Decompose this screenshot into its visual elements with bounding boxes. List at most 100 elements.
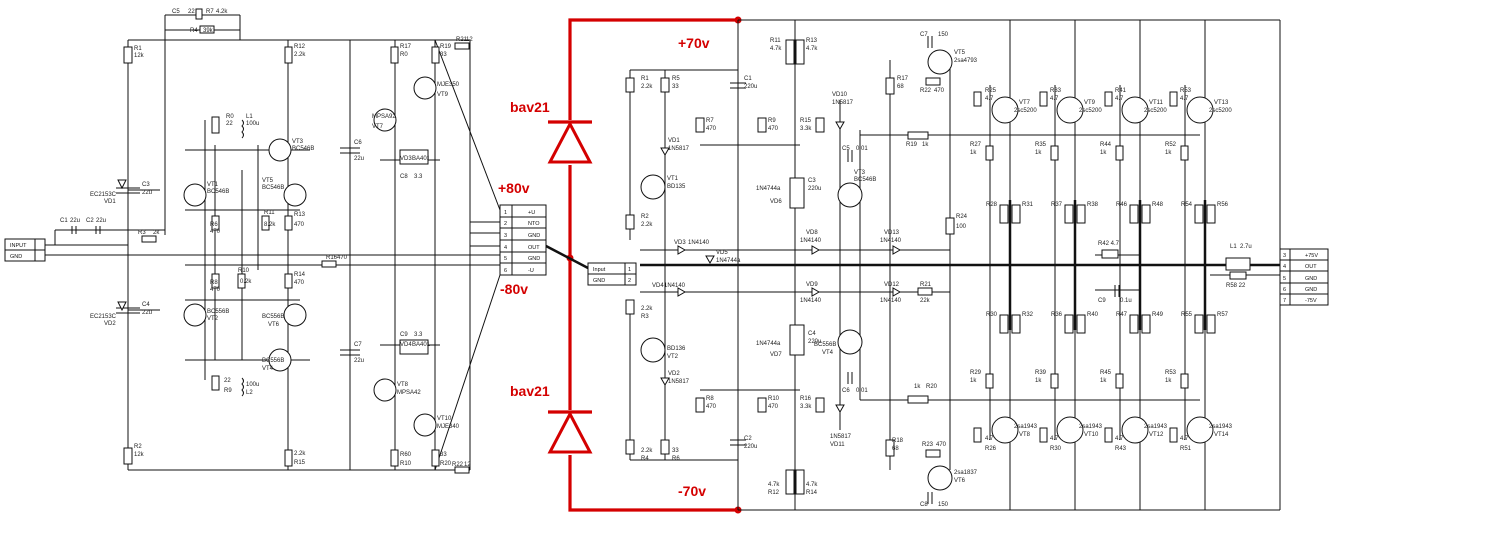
lbl-r-r55: R55: [1181, 312, 1193, 318]
lbl-r-r14v: 4.7k: [806, 482, 818, 488]
right-c3-vd6: [789, 177, 805, 209]
label-bav21-bottom: bav21: [510, 383, 550, 399]
lbl-r-r13v: 4.7k: [806, 46, 818, 52]
lbl-r-vt11p: 2sc5200: [1144, 108, 1167, 114]
lbl-r-vt2p: BD136: [667, 346, 686, 352]
lbl-r-r21v: 22k: [920, 298, 931, 304]
lbl-r-c2: C2: [744, 436, 752, 442]
right-vt10: [1056, 416, 1084, 444]
lbl-r-r51v: 4.7: [1180, 436, 1189, 442]
out-pin-3-n: 3: [1283, 253, 1286, 259]
lbl-r-c2v: 220u: [744, 444, 757, 450]
lbl-r-c4: C4: [808, 331, 816, 337]
lbl-r-vd13: VD13: [884, 230, 900, 236]
mid-pin-2-label: NTO: [528, 221, 540, 227]
lbl-l-r15: R15: [294, 460, 306, 466]
lbl-r-r3: R3: [641, 314, 649, 320]
input-block: Input 1 GND 2: [587, 262, 637, 286]
lbl-l-vt5: VT5: [262, 178, 274, 184]
lbl-r-vd2p: 1N5817: [668, 379, 690, 385]
lbl-l-c5v: 22: [188, 9, 195, 15]
lbl-l-r10: R10: [238, 268, 250, 274]
right-vd2: [660, 377, 670, 387]
lbl-r-vt1p: BD135: [667, 184, 686, 190]
lbl-l-r8v: 470: [210, 287, 221, 293]
left-r10: [237, 273, 246, 289]
lbl-l-r4: R4: [190, 28, 198, 34]
lbl-l-r7: R7: [206, 9, 214, 15]
left-vd1: [117, 179, 127, 190]
lbl-r-r26: R26: [985, 446, 997, 452]
lbl-l-vt7p: MPSA92: [372, 114, 396, 120]
lbl-l-r1: R1: [134, 46, 142, 52]
right-vt9: [1056, 96, 1084, 124]
lbl-r-vt4p: BC556B: [814, 342, 836, 348]
lbl-l-vd3p: BA401: [412, 156, 431, 162]
out-pin-5-label: GND: [1305, 276, 1317, 282]
right-r58: [1229, 271, 1247, 280]
out-pin-6-n: 6: [1283, 287, 1286, 293]
lbl-r-vd11: VD11: [830, 442, 845, 448]
lbl-l-c1v: 22u: [70, 218, 80, 224]
lbl-r-vt14p: 2sa1943: [1209, 424, 1233, 430]
left-r15: [284, 449, 293, 467]
lbl-r-r2v: 2.2k: [641, 222, 653, 228]
left-vt4: [268, 348, 292, 372]
right-r14: [795, 469, 805, 495]
lbl-l-c7: C7: [354, 342, 362, 348]
lbl-r-vt3: VT3: [854, 170, 866, 176]
lbl-l-r14v: 470: [294, 280, 305, 286]
right-r24: [945, 217, 955, 235]
right-vt2: [640, 337, 666, 363]
right-r5: [660, 77, 670, 93]
lbl-r-r18: R18: [892, 438, 904, 444]
lbl-r-vd9p: 1N4140: [800, 298, 822, 304]
lbl-l-r22v: 12: [464, 462, 471, 468]
right-r23: [925, 449, 941, 458]
lbl-l-l2: L2: [246, 390, 253, 396]
lbl-l-r1v: 12k: [134, 53, 145, 59]
lbl-r-vt5: VT5: [954, 50, 966, 56]
lbl-r-vd7p: 1N4744a: [756, 341, 781, 347]
out-pin-5-n: 5: [1283, 276, 1286, 282]
right-r20: [907, 395, 929, 404]
lbl-l-r12v: 2.2k: [294, 52, 306, 58]
lbl-r-r45: R45: [1100, 370, 1112, 376]
lbl-l-c9v: 3.3: [414, 332, 423, 338]
lbl-l-l1v: 100u: [246, 121, 259, 127]
lbl-l-vt4: VT4: [262, 366, 274, 372]
lbl-l-vt8p: MPSA42: [397, 390, 421, 396]
lbl-r-r48: R48: [1152, 202, 1164, 208]
lbl-l-r22: R22: [452, 462, 464, 468]
lbl-l-r3: R3: [138, 230, 146, 236]
lbl-r-vt7: VT7: [1019, 100, 1031, 106]
right-r22: [925, 77, 941, 86]
lbl-r-vt10: VT10: [1084, 432, 1099, 438]
lbl-r-r13: R13: [806, 38, 818, 44]
mid-pin-1-label: +U: [528, 210, 535, 216]
lbl-r-vd1p: 1N5817: [668, 146, 690, 152]
label-minus80v: -80v: [500, 281, 528, 297]
lbl-l-vd4: VD4: [400, 342, 412, 348]
right-vd8: [811, 245, 821, 255]
left-r22: [454, 466, 470, 474]
mid-pin-6-n: 6: [504, 268, 507, 274]
mid-pin-2-n: 2: [504, 221, 507, 227]
lbl-l-r3v: 2k: [153, 230, 160, 236]
out-pin-4-n: 4: [1283, 264, 1286, 270]
right-vd12: [892, 287, 902, 297]
right-vd9: [811, 287, 821, 297]
lbl-r-r22: R22: [920, 88, 932, 94]
lbl-r-vd6: VD6: [770, 199, 782, 205]
left-board: INPUT GND 1 +U 2 NTO 3 GND 4 OUT 5 GND 6: [4, 8, 547, 474]
left-c3: [116, 187, 140, 194]
lbl-l-vt2: VT2: [207, 316, 219, 322]
left-r13: [284, 215, 293, 231]
lbl-l-vt1: VT1: [207, 182, 219, 188]
lbl-l-r21v: 12: [466, 37, 473, 43]
right-r4: [625, 439, 635, 455]
left-r14: [284, 273, 293, 289]
lbl-r-r35: R35: [1035, 142, 1047, 148]
lbl-l-r6: R6: [210, 222, 218, 228]
out-pin-7-label: -75V: [1305, 298, 1317, 304]
